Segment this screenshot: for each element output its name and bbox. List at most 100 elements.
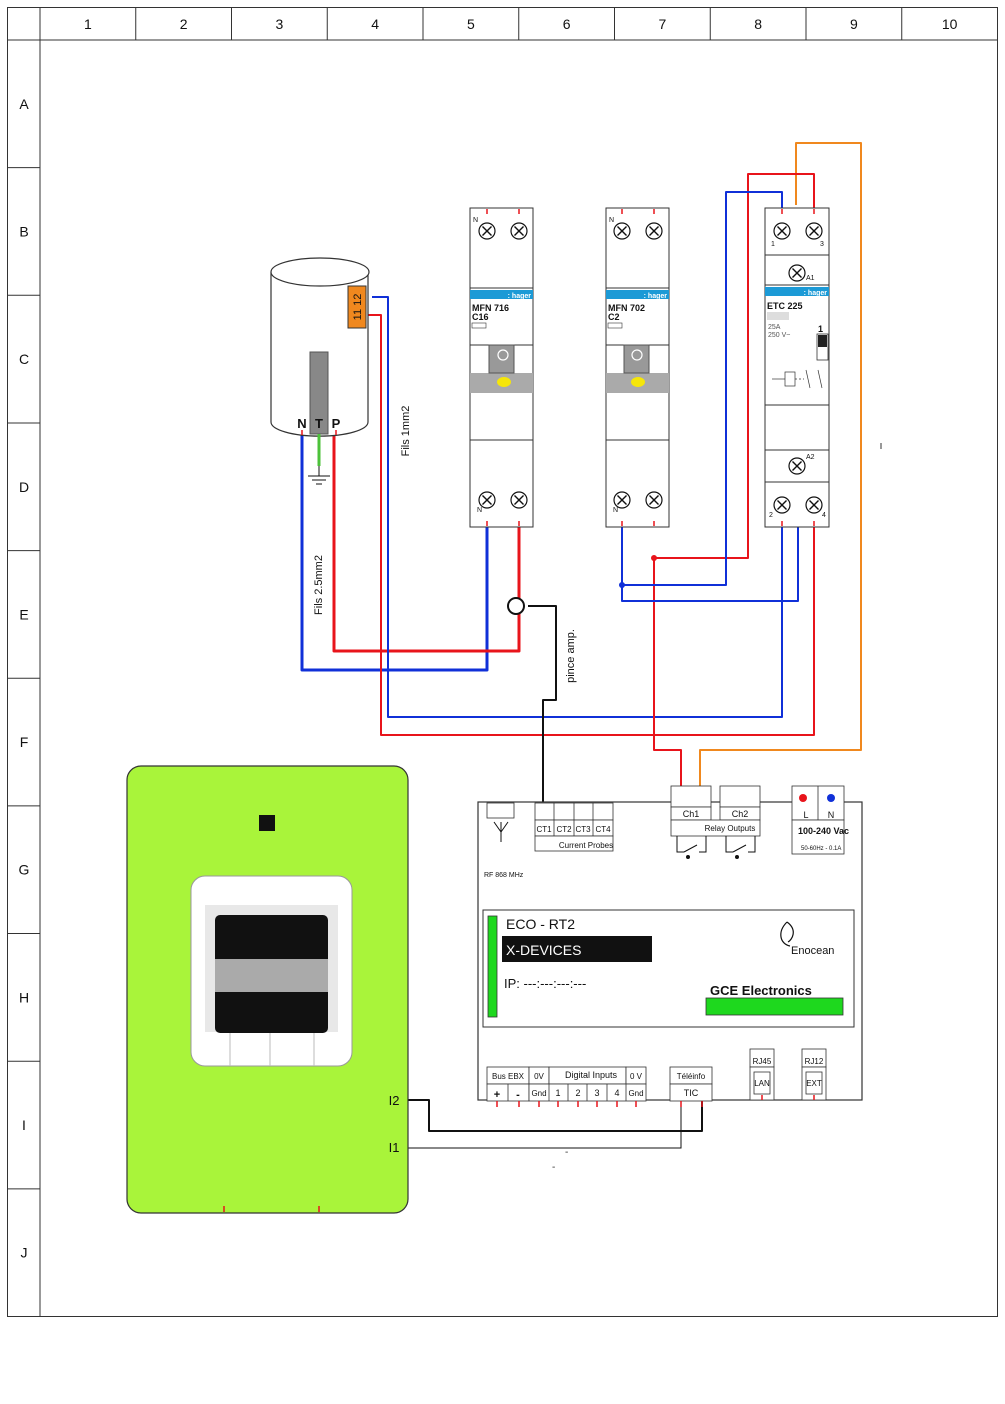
screw-terminal-icon (805, 222, 823, 240)
frame-grid (7, 7, 998, 1317)
grid-col-label: 8 (754, 16, 762, 32)
breaker-1-rating: C16 (472, 312, 489, 322)
screw-terminal-icon (478, 491, 496, 509)
power-frequency-label: 50-60Hz - 0.1A (801, 846, 841, 852)
breaker-1-terminal-n-bottom: N (477, 507, 482, 514)
relay-contact-icon (676, 836, 756, 859)
contactor-a1-label: A1 (806, 275, 815, 282)
breaker-2-brand: : hager (644, 293, 668, 300)
di-3-label: 3 (594, 1088, 599, 1098)
grid-col-label: 2 (180, 16, 188, 32)
heater-phase-wire (332, 432, 521, 653)
di-2-label: 2 (575, 1088, 580, 1098)
grid-row-label: F (20, 734, 29, 750)
current-clamp (507, 597, 525, 615)
controller-ip: IP: ---:---:---:--- (504, 976, 586, 991)
stray-dash-1: - (565, 1147, 568, 1158)
grid-col-label: 6 (563, 16, 571, 32)
contactor-voltage: 250 V~ (768, 332, 790, 339)
relay-ch1-red-wire (653, 173, 815, 786)
breaker-1: : hager MFN 716 C16 N N (469, 207, 534, 528)
grid-row-label: A (19, 96, 29, 112)
teleinfo-i1-wire (408, 1100, 682, 1149)
teleinfo-i2-wire (408, 1099, 703, 1132)
terminal-ticks (301, 209, 815, 1107)
status-led-bar (705, 997, 844, 1016)
screw-terminal-icon (788, 457, 806, 475)
heater-signal-red-wire (368, 314, 815, 736)
screw-terminal-icon (510, 491, 528, 509)
ct3-label: CT3 (575, 825, 591, 834)
controller-brand-bar: X-DEVICES (506, 942, 581, 958)
screw-terminal-icon (773, 222, 791, 240)
heater-label-p: P (332, 416, 341, 431)
manufacturer-label: GCE Electronics (710, 983, 812, 998)
contactor-terminal-3: 3 (820, 241, 824, 248)
contactor-schematic-icon (772, 369, 823, 389)
screw-terminal-icon (788, 264, 806, 282)
contactor: : hager ETC 225 25A 250 V~ 1 A1 A2 1 3 2… (764, 207, 830, 528)
rj45-label: RJ45 (753, 1057, 772, 1066)
ct1-label: CT1 (536, 825, 552, 834)
screw-terminal-icon (805, 496, 823, 514)
screw-terminal-icon (510, 222, 528, 240)
heater-terminal-label: 11 12 (352, 294, 364, 321)
breaker-2-terminal-n-bottom: N (613, 507, 618, 514)
meter-indicator (259, 815, 275, 831)
ct2-label: CT2 (556, 825, 572, 834)
grid-col-label: 4 (371, 16, 379, 32)
screw-terminal-icon (613, 222, 631, 240)
rj12-label: RJ12 (805, 1057, 824, 1066)
heater-signal-terminal (347, 285, 367, 329)
rf-label: RF 868 MHz (484, 872, 524, 879)
grid-col-label: 3 (275, 16, 283, 32)
bus-plus-label: + (494, 1089, 500, 1101)
power-voltage-label: 100-240 Vac (798, 826, 849, 836)
breaker-2-rating: C2 (608, 312, 620, 322)
power-l-label: L (803, 810, 808, 820)
antenna-icon (493, 821, 509, 842)
screw-terminal-icon (613, 491, 631, 509)
screw-terminal-icon (645, 222, 663, 240)
heater-signal-blue-wire (372, 296, 783, 718)
breaker-2: : hager MFN 702 C2 N N (605, 207, 670, 528)
heater-signal-wire-label: Fils 1mm2 (400, 406, 412, 457)
relay-orange-wire (699, 142, 862, 786)
controller-name: ECO - RT2 (506, 916, 575, 932)
di-gnd-right-label: Gnd (628, 1089, 643, 1098)
meter-i1-label: I1 (389, 1140, 400, 1155)
relay-ch2-label: Ch2 (732, 809, 749, 819)
contactor-current: 25A (768, 324, 781, 331)
contactor-model: ETC 225 (767, 301, 803, 311)
heater-power-wire-label: Fils 2.5mm2 (313, 555, 325, 615)
contactor-terminal-1: 1 (771, 241, 775, 248)
eco-rt2-controller: RF 868 MHz CT1 CT2 CT3 CT4 Current Probe… (477, 785, 863, 1102)
contactor-brand: : hager (804, 290, 828, 297)
meter-i2-label: I2 (389, 1093, 400, 1108)
heater-neutral-wire (300, 432, 489, 672)
contactor-a1-blue-wire (622, 191, 783, 586)
grid-col-label: 9 (850, 16, 858, 32)
grid-row-label: B (19, 223, 28, 239)
screw-terminal-icon (645, 491, 663, 509)
breaker-2-model: MFN 702 (608, 303, 645, 313)
bus-minus-label: - (516, 1089, 520, 1101)
current-probes-label: Current Probes (559, 841, 613, 850)
contactor-switch-position: 1 (818, 324, 823, 334)
clamp-wire-label: pince amp. (565, 629, 577, 683)
grid-row-label: I (22, 1117, 26, 1133)
contactor-terminal-4: 4 (822, 512, 826, 519)
contactor-neutral-blue-wire (621, 525, 799, 602)
breaker-1-model: MFN 716 (472, 303, 509, 313)
breaker-2-terminal-n-top: N (609, 217, 614, 224)
lan-label: LAN (754, 1079, 770, 1088)
digital-inputs-label: Digital Inputs (565, 1070, 618, 1080)
tic-label: TIC (684, 1088, 699, 1098)
clamp-signal-wire (528, 605, 557, 806)
power-n-label: N (828, 810, 835, 820)
heater-label-t: T (315, 416, 323, 431)
grid-col-label: 5 (467, 16, 475, 32)
relay-outputs-label: Relay Outputs (705, 824, 756, 833)
enocean-icon (780, 921, 794, 947)
grid-row-label: J (21, 1245, 28, 1261)
